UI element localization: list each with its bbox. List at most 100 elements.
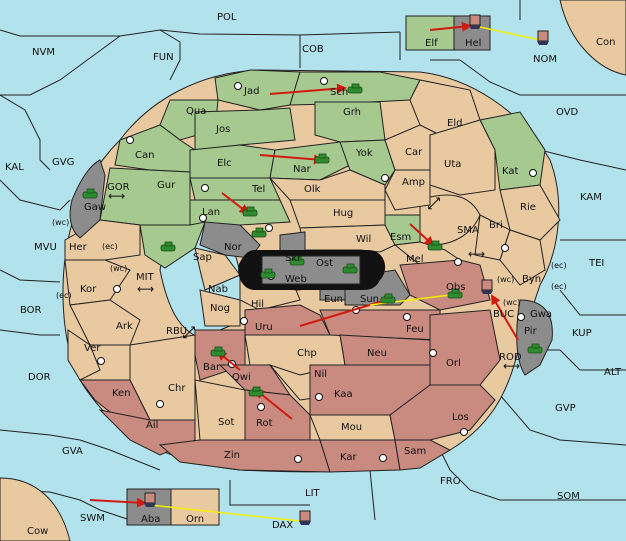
fleet-unit[interactable] [481, 279, 493, 294]
land-label: Esm [390, 232, 411, 243]
region-nab[interactable] [194, 247, 241, 291]
region-pir[interactable] [516, 299, 553, 376]
sea-label: SWM [80, 513, 105, 524]
region-orl[interactable] [429, 309, 501, 386]
army-unit[interactable] [314, 153, 330, 164]
army-unit[interactable] [210, 346, 226, 357]
land-label: Grh [343, 107, 361, 118]
region-rot[interactable] [244, 389, 311, 441]
supply-center [201, 184, 209, 192]
army-unit[interactable] [289, 255, 305, 266]
supply-center [113, 285, 121, 293]
region-amp[interactable] [384, 169, 431, 211]
land-label: Olk [304, 184, 321, 195]
land-label: Kar [340, 452, 358, 463]
land-label: Zin [224, 450, 240, 461]
land-label: Nor [224, 242, 243, 253]
sea-label: BOR [20, 305, 42, 316]
army-unit[interactable] [342, 263, 358, 274]
supply-center [501, 244, 509, 252]
region-ver[interactable] [67, 329, 101, 381]
army-unit[interactable] [527, 343, 543, 354]
land-label: Mou [341, 422, 362, 433]
region-yok[interactable] [339, 139, 396, 186]
land-label: Orn [186, 514, 204, 525]
sea-label: ALT [604, 367, 622, 378]
land-label: Gur [157, 180, 176, 191]
move-arrow [269, 83, 347, 95]
region-kar[interactable] [319, 439, 401, 473]
supply-center [460, 428, 468, 436]
army-unit[interactable] [251, 227, 267, 238]
region-rie[interactable] [499, 184, 561, 241]
region-orn[interactable] [170, 488, 220, 526]
sea-label: BUC [493, 309, 514, 320]
supply-center [320, 77, 328, 85]
sea-label: KAL [5, 162, 24, 173]
fleets [144, 14, 549, 525]
land-label: Nog [210, 303, 230, 314]
land-label: Kor [80, 284, 97, 295]
region-los[interactable] [389, 384, 496, 441]
fleet-unit[interactable] [537, 30, 549, 45]
supply-center [517, 313, 525, 321]
land-label: Qua [186, 106, 206, 117]
land-label: Ost [316, 258, 333, 269]
sea-labels: POL NVM FUN COB Con NOM OVD KAL GVG GOR … [5, 12, 622, 537]
move-arrow [429, 21, 472, 32]
fleet-unit[interactable] [144, 492, 156, 507]
land-label: Hil [251, 299, 264, 310]
army-unit[interactable] [82, 188, 98, 199]
army-unit[interactable] [447, 288, 463, 299]
land-label: Rot [256, 418, 273, 429]
region-gaw[interactable] [69, 159, 106, 239]
supply-center [257, 403, 265, 411]
move-arrow [259, 154, 324, 165]
region-nog[interactable] [199, 289, 241, 327]
land-label: Eun [324, 294, 343, 305]
army-unit[interactable] [380, 293, 396, 304]
army-unit[interactable] [242, 206, 258, 217]
sea-label: SOM [557, 491, 580, 502]
fleet-unit[interactable] [469, 14, 481, 29]
region-sot[interactable] [194, 379, 246, 441]
land-label: Jad [243, 86, 259, 97]
fleet-unit[interactable] [299, 510, 311, 525]
army-unit[interactable] [427, 240, 443, 251]
land-label: Sun [360, 294, 379, 305]
army-unit[interactable] [260, 268, 276, 279]
region-sam[interactable] [394, 439, 452, 471]
army-unit[interactable] [248, 386, 264, 397]
sea-label: NVM [32, 47, 55, 58]
army-unit[interactable] [160, 241, 176, 252]
canal-arrow: ⟷ [503, 359, 520, 373]
land-label: Hel [465, 38, 481, 49]
region-elc[interactable] [189, 144, 276, 179]
sea-label: LIT [305, 488, 321, 499]
region-nar[interactable] [269, 141, 351, 181]
land-label: Uta [444, 159, 461, 170]
supply-center [315, 393, 323, 401]
land-label: Jos [215, 124, 230, 135]
region-ark[interactable] [69, 299, 141, 346]
tan-power-regions [64, 79, 561, 441]
region-mel[interactable] [393, 241, 462, 266]
army-unit[interactable] [347, 83, 363, 94]
region-kor[interactable] [64, 259, 131, 306]
supply-center [126, 136, 134, 144]
armies [82, 83, 543, 397]
land-label: Sot [218, 417, 234, 428]
land-label: Gwa [530, 309, 552, 320]
supply-center [240, 317, 248, 325]
supply-center [156, 400, 164, 408]
sea-label: TEI [588, 258, 604, 269]
supply-center [429, 349, 437, 357]
supply-center [294, 455, 302, 463]
region-elf[interactable] [405, 15, 455, 51]
sea-label: NOM [533, 54, 557, 65]
region-byn[interactable] [499, 229, 546, 286]
sea-label: SMA [457, 225, 479, 236]
sea-label: KUP [572, 328, 592, 339]
region-wil[interactable] [299, 224, 396, 253]
sea-label: GVG [52, 157, 74, 168]
